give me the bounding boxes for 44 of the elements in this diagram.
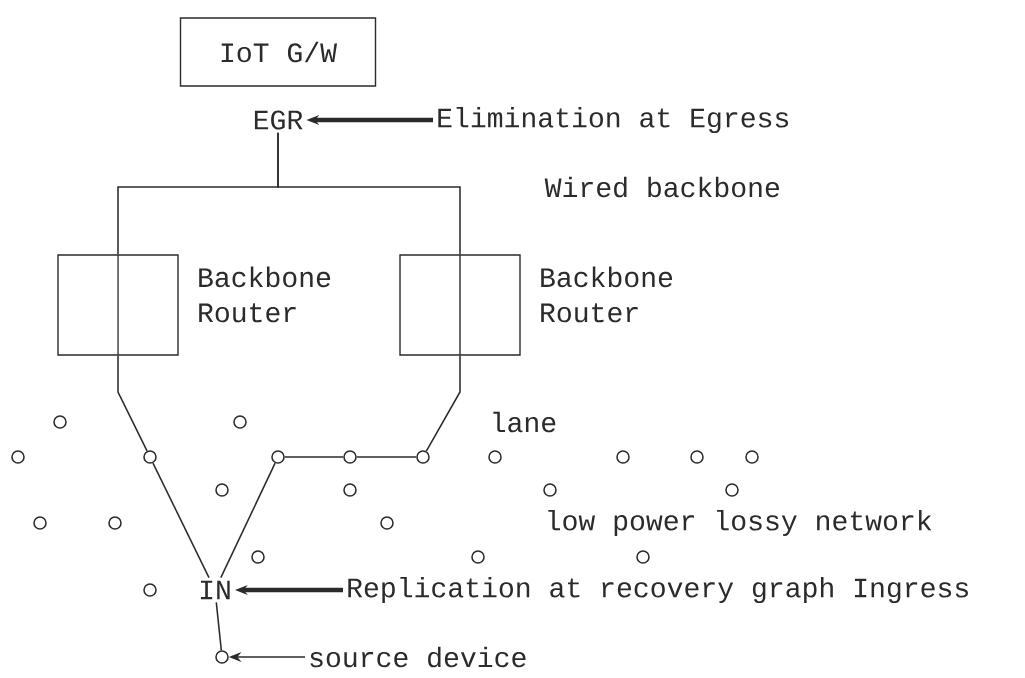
router-box	[57, 254, 179, 356]
connector-line	[152, 462, 210, 579]
network-node	[725, 483, 739, 497]
node-label: EGR	[254, 110, 303, 130]
network-node	[11, 450, 25, 464]
node-label: IN	[200, 580, 230, 600]
network-node	[471, 550, 485, 564]
network-node	[343, 483, 357, 497]
gateway-box: IoT G/W	[179, 17, 377, 87]
node-label: Replication at recovery graph Ingress	[348, 576, 968, 604]
node-label: Elimination at Egress	[438, 106, 789, 134]
network-node	[636, 550, 650, 564]
connector-line	[284, 456, 344, 458]
connector-line	[215, 601, 223, 652]
connector-line	[277, 131, 461, 256]
network-node	[616, 450, 630, 464]
network-node	[215, 650, 229, 664]
connector-line	[220, 462, 276, 579]
beside-label: Backbone Router	[541, 266, 673, 323]
connector-line	[425, 354, 461, 452]
network-node	[143, 450, 157, 464]
network-node	[143, 583, 157, 597]
network-node	[543, 483, 557, 497]
network-node	[745, 450, 759, 464]
network-node	[233, 415, 247, 429]
network-node	[271, 450, 285, 464]
connector-line	[356, 456, 417, 458]
beside-label: Backbone Router	[199, 266, 331, 323]
text-label: lane	[493, 411, 556, 433]
connector-line	[117, 354, 148, 452]
network-node	[215, 483, 229, 497]
network-node	[488, 450, 502, 464]
network-node	[416, 450, 430, 464]
network-node	[33, 516, 47, 530]
router-box	[399, 254, 521, 356]
text-label: Wired backbone	[544, 176, 779, 198]
network-node	[108, 516, 122, 530]
network-node	[380, 516, 394, 530]
node-label: source device	[310, 646, 526, 668]
network-node	[53, 415, 67, 429]
text-label: low power lossy network	[548, 509, 932, 537]
network-node	[343, 450, 357, 464]
network-node	[690, 450, 704, 464]
network-node	[251, 550, 265, 564]
